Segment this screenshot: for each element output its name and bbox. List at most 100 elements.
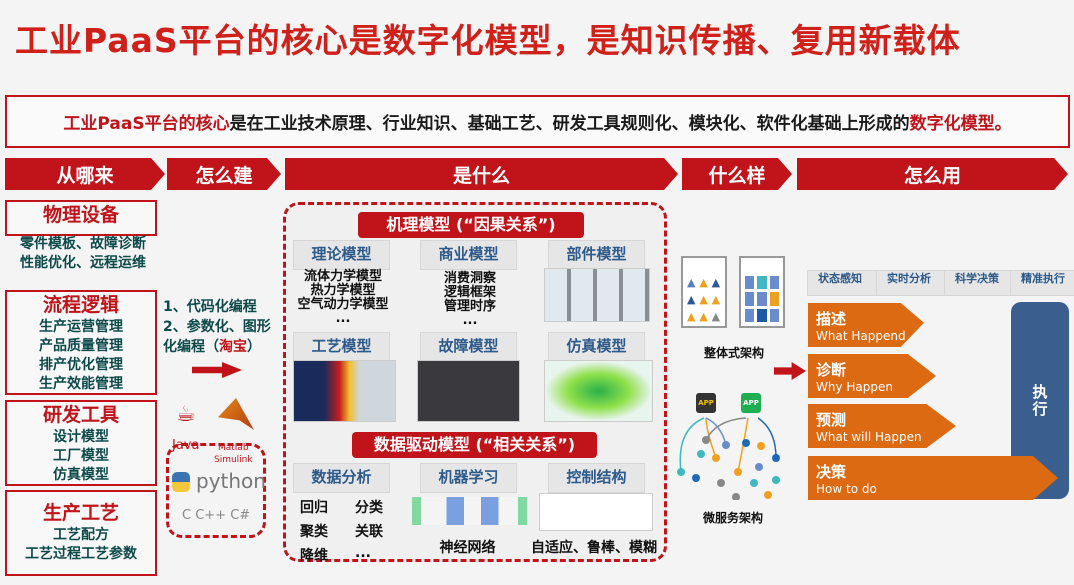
line: 消费洞察: [443, 271, 496, 286]
simulation-image: [544, 360, 653, 422]
source-title: 生产工艺: [42, 502, 119, 524]
header-from: 从哪来: [5, 158, 165, 190]
line: 生产效能管理: [39, 376, 123, 392]
line: 流体力学模型: [303, 269, 382, 284]
java-icon: ☕: [176, 402, 196, 427]
source-craft: 生产工艺工艺配方工艺过程工艺参数: [5, 490, 157, 576]
core-part3: 数字化模型。: [909, 114, 1012, 134]
line: 零件模板、故障诊断: [20, 236, 146, 252]
line: 工艺配方: [53, 527, 109, 543]
line: 1、代码化编程: [163, 299, 257, 315]
line: ...: [462, 313, 478, 328]
source-title: 研发工具: [42, 404, 119, 426]
line: 热力学模型: [310, 283, 376, 298]
source-process: 流程逻辑生产运营管理产品质量管理排产优化管理生产效能管理: [5, 290, 157, 395]
control-structure: 控制结构: [548, 463, 645, 493]
control-caption: 自适应、鲁棒、模糊: [531, 540, 657, 556]
data-analysis: 数据分析: [293, 463, 390, 493]
ml-caption: 神经网络: [439, 540, 496, 556]
step-cn: 决策: [816, 463, 847, 481]
analysis-items: 回归分类聚类关联降维...: [300, 497, 395, 565]
tools-box: [166, 443, 266, 538]
header-build: 怎么建: [167, 158, 281, 190]
step-cn: 诊断: [816, 361, 847, 379]
source-rd-tools: 研发工具设计模型工厂模型仿真模型: [5, 400, 157, 486]
line: 设计模型: [53, 429, 109, 445]
python-icon: [172, 472, 190, 492]
line: 空气动力学模型: [297, 297, 389, 312]
header-use: 怎么用: [797, 158, 1068, 190]
step-en: What Happend: [816, 329, 906, 343]
item: ...: [355, 545, 371, 561]
source-physical: 物理设备: [5, 200, 157, 236]
core-part2: 是在工业技术原理、行业知识、基础工艺、研发工具规则化、模块化、软件化基础上形成的: [229, 114, 910, 134]
tag-analyze: 实时分析: [876, 270, 948, 296]
line: 工厂模型: [53, 448, 109, 464]
process-image: [293, 360, 396, 422]
matlab-label: Matlab: [218, 443, 249, 453]
monolith-label: 整体式架构: [704, 346, 765, 360]
source-physical-lines: 零件模板、故障诊断性能优化、远程运维: [8, 235, 158, 273]
line: 化编程（: [163, 339, 219, 355]
matlab-icon: [218, 398, 254, 430]
line: 性能优化、远程运维: [20, 255, 146, 271]
line: 排产优化管理: [39, 357, 123, 373]
mechanism-title: 机理模型 (“因果关系”): [358, 212, 584, 238]
control-diagram: [539, 493, 653, 531]
line: 工艺过程工艺参数: [25, 546, 137, 562]
page-title: 工业PaaS平台的核心是数字化模型，是知识传播、复用新载体: [15, 21, 961, 60]
taobao: 淘宝: [219, 339, 247, 355]
python-label: python: [196, 469, 266, 493]
simulation-model: 仿真模型: [548, 332, 645, 362]
line: 生产运营管理: [39, 319, 123, 335]
header-what: 是什么: [285, 158, 678, 190]
arrow-right-icon: [192, 362, 242, 378]
item: 降维: [300, 548, 328, 564]
c-languages-label: C C++ C#: [182, 508, 251, 523]
fault-tree-image: [417, 360, 520, 422]
simulink-label: Simulink: [214, 455, 253, 465]
step-cn: 描述: [816, 310, 847, 328]
step-en: What will Happen: [816, 430, 922, 444]
tag-decide: 科学决策: [944, 270, 1016, 296]
theory-lines: 流体力学模型热力学模型空气动力学模型...: [288, 270, 398, 326]
business-lines: 消费洞察逻辑框架管理时序...: [415, 272, 525, 328]
core-statement: 工业PaaS平台的核心是在工业技术原理、行业知识、基础工艺、研发工具规则化、模块…: [5, 95, 1070, 148]
line: 2、参数化、图形: [163, 319, 271, 335]
tag-sense: 状态感知: [807, 270, 879, 296]
source-title: 流程逻辑: [42, 294, 119, 316]
monolith-icon-2: [739, 256, 785, 328]
process-model: 工艺模型: [293, 332, 390, 362]
source-title: 物理设备: [42, 204, 119, 226]
microservice-graph: [677, 417, 780, 500]
item: 回归: [300, 500, 328, 516]
step-en: How to do: [816, 482, 877, 496]
microservice-label: 微服务架构: [703, 511, 764, 525]
item: 聚类: [300, 524, 328, 540]
line: 仿真模型: [53, 467, 109, 483]
arrow-right-icon: [774, 362, 806, 380]
business-model: 商业模型: [420, 240, 517, 270]
line: ...: [335, 311, 351, 326]
item: 关联: [355, 524, 383, 540]
tag-execute: 精准执行: [1010, 270, 1074, 296]
line: 管理时序: [443, 299, 496, 314]
app-icon: APP: [741, 393, 761, 413]
step-en: Why Happen: [816, 380, 893, 394]
line: 产品质量管理: [39, 338, 123, 354]
step-cn: 预测: [816, 411, 847, 429]
app-icon: APP: [696, 393, 716, 413]
monolith-icon: ▲▲▲▲▲▲▲▲▲: [681, 256, 727, 328]
neural-network-diagram: [412, 497, 527, 525]
datadriven-title: 数据驱动模型 (“相关关系”): [352, 432, 597, 458]
theory-model: 理论模型: [293, 240, 390, 270]
component-model: 部件模型: [548, 240, 645, 270]
core-part1: 工业PaaS平台的核心: [63, 114, 230, 134]
line: 逻辑框架: [443, 285, 496, 300]
component-images: [544, 268, 650, 322]
